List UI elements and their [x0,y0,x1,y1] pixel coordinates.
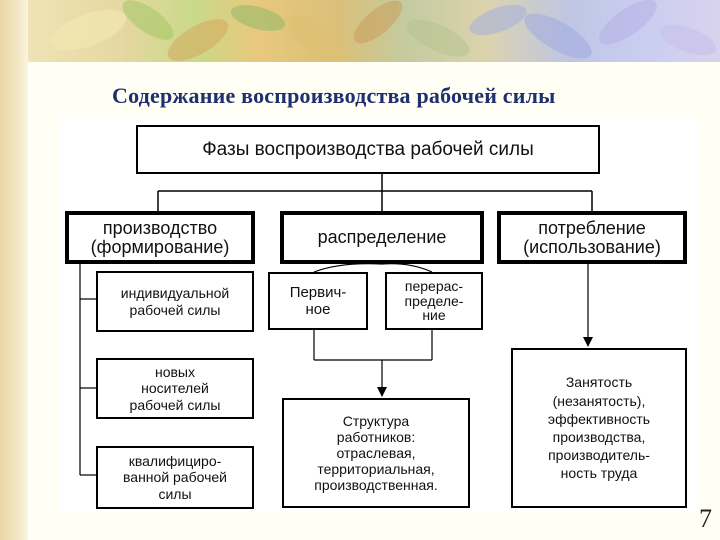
connector-distribution-primary [313,263,383,273]
distribution-redistribution-box: перерас- пределе- ние [385,272,483,330]
production-item-new-carriers: новых носителей рабочей силы [96,358,254,419]
worker-structure-box: Структура работников: отраслевая, террит… [282,398,470,508]
page-number: 7 [699,504,712,533]
decorative-side-strip [0,0,28,540]
phase-production-box: производство (формирование) [65,211,255,264]
production-item-individual: индивидуальной рабочей силы [96,271,254,332]
root-phases-box: Фазы воспроизводства рабочей силы [136,125,600,174]
leaf-pattern-graphic [50,0,717,62]
production-item-qualified: квалифициро- ванной рабочей силы [96,446,254,509]
employment-box: Занятость (незанятость), эффективность п… [511,348,687,508]
connector-distribution-redistribution [381,263,433,273]
phase-distribution-box: распределение [280,211,484,264]
decorative-leaf-banner [28,0,720,62]
distribution-primary-box: Первич- ное [268,272,368,330]
slide-title: Содержание воспроизводства рабочей силы [112,83,556,108]
phase-consumption-box: потребление (использование) [497,211,687,264]
